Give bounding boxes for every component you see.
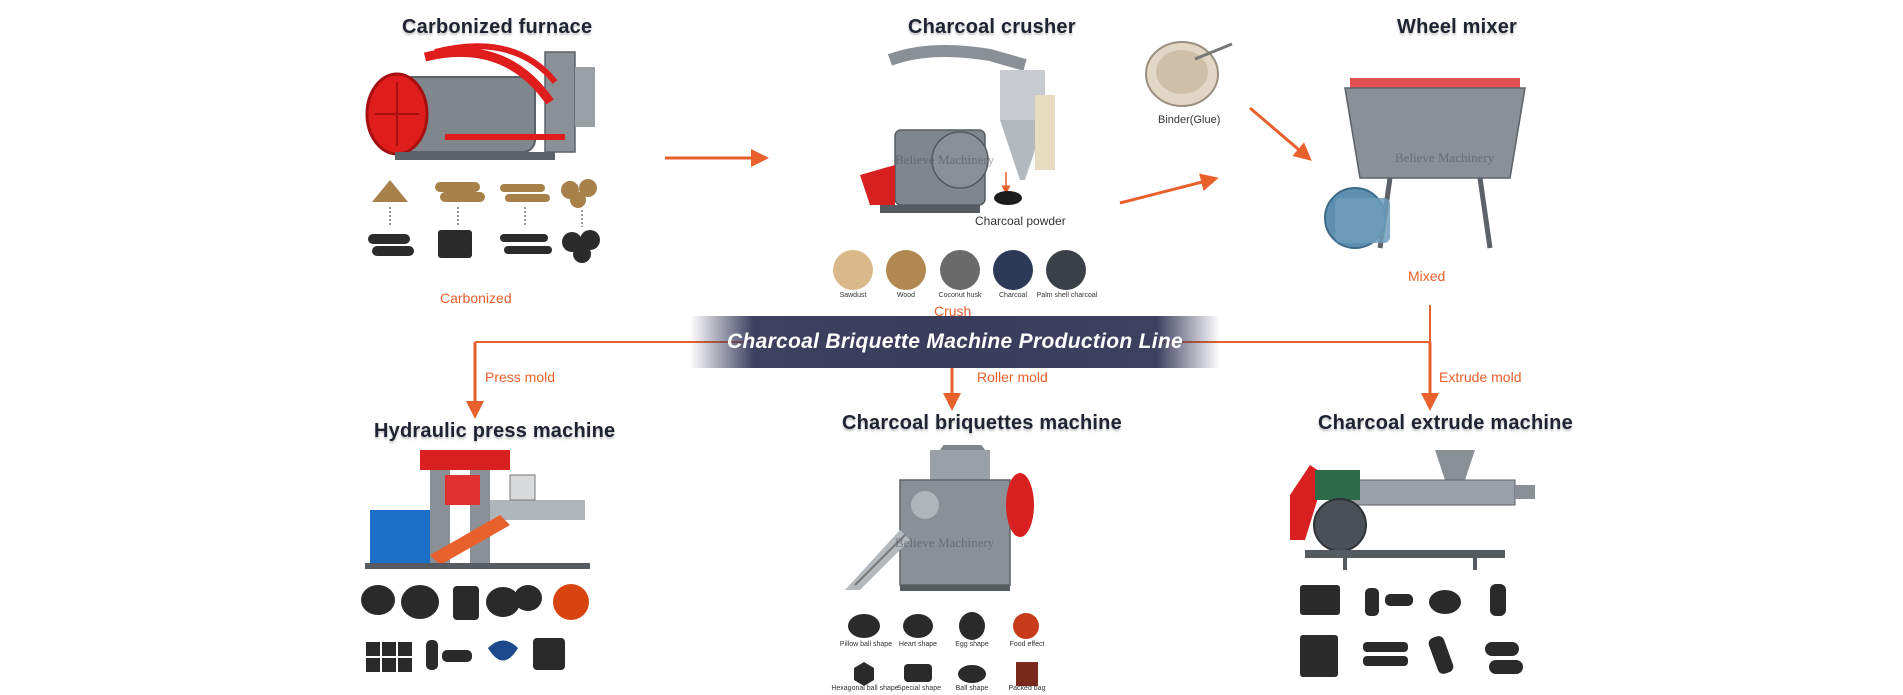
carbonized-furnace-image — [365, 43, 595, 160]
charcoal-extrude-image — [1290, 450, 1535, 570]
binder-glue-image — [1145, 41, 1233, 107]
shape-ball: Ball shape — [955, 685, 989, 692]
crusher-materials-image — [833, 250, 1086, 290]
shape-heart: Heart shape — [898, 641, 938, 648]
charcoal-powder-label: Charcoal powder — [975, 214, 1066, 228]
carbonized-furnace-title: Carbonized furnace — [402, 16, 593, 38]
wheel-mixer-image — [1324, 78, 1526, 249]
material-palm-shell-charcoal: Palm shell charcoal — [1036, 292, 1098, 299]
hydraulic-press-image — [365, 450, 590, 569]
material-charcoal: Charcoal — [998, 292, 1027, 299]
material-wood: Wood — [896, 292, 916, 299]
carbonized-materials-image — [368, 179, 600, 263]
arrow-binder-to-mixer — [1249, 106, 1312, 161]
shape-food-effect: Food effect — [1009, 641, 1045, 648]
shape-pillow-ball: Pillow ball shape — [839, 641, 893, 648]
extrude-briquette-samples-image — [1300, 584, 1523, 677]
hydraulic-press-title: Hydraulic press machine — [374, 420, 616, 442]
charcoal-briquettes-image — [845, 445, 1034, 591]
mixed-caption: Mixed — [1408, 268, 1446, 284]
wheel-mixer-title: Wheel mixer — [1397, 16, 1518, 38]
mixer-watermark: Believe Machinery — [1395, 150, 1495, 165]
material-sawdust: Sawdust — [839, 292, 867, 299]
roller-watermark: Believe Machinery — [895, 535, 995, 550]
binder-label: Binder(Glue) — [1158, 114, 1221, 126]
press-mold-label: Press mold — [485, 369, 556, 385]
material-coconut-husk: Coconut husk — [938, 292, 982, 299]
banner-background — [690, 316, 1220, 368]
arrow-crusher-to-mixer — [1119, 173, 1219, 205]
charcoal-crusher-image — [860, 45, 1055, 213]
carbonized-caption: Carbonized — [440, 290, 512, 306]
shape-packed-bag: Packed bag — [1008, 685, 1046, 692]
crusher-watermark: Believe Machinery — [895, 152, 995, 167]
roller-mold-label: Roller mold — [977, 369, 1048, 385]
crush-caption: Crush — [934, 303, 972, 319]
shape-special: Special shape — [897, 685, 941, 692]
shape-hexagonal-ball: Hexagonal ball shape — [831, 685, 899, 692]
extrude-mold-label: Extrude mold — [1439, 369, 1522, 385]
roller-shapes-image — [848, 612, 1039, 686]
charcoal-crusher-title: Charcoal crusher — [908, 16, 1076, 38]
charcoal-briquettes-title: Charcoal briquettes machine — [842, 412, 1122, 434]
banner-title: Charcoal Briquette Machine Production Li… — [727, 330, 1183, 353]
press-briquette-samples-image — [361, 584, 589, 672]
charcoal-extrude-title: Charcoal extrude machine — [1318, 412, 1573, 434]
shape-egg: Egg shape — [955, 641, 989, 648]
